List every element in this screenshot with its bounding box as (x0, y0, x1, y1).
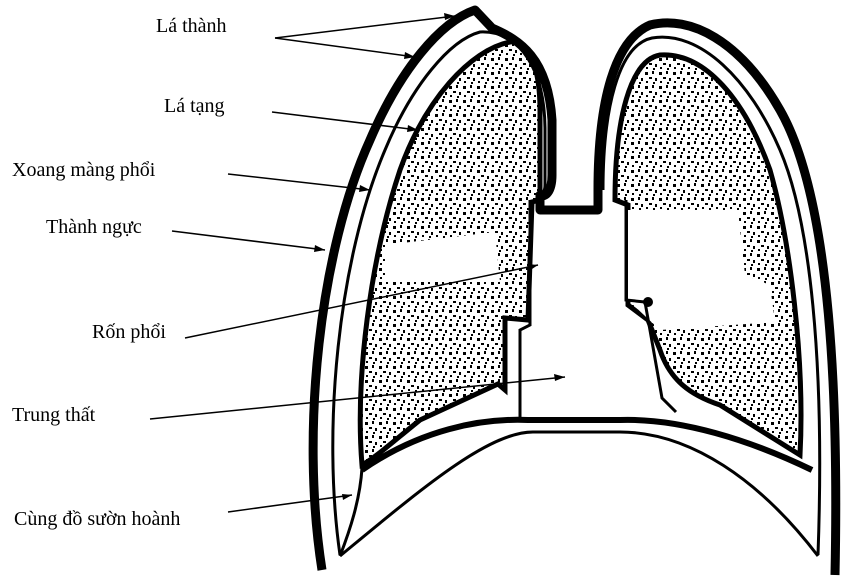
label-la-tang: Lá tạng (164, 96, 225, 116)
arrowhead-thanh-nguc (314, 245, 325, 252)
diaphragm (362, 420, 812, 470)
leader-la-thanh-1 (275, 16, 455, 38)
leader-la-tang (272, 112, 418, 130)
diaphragm-lower (340, 432, 818, 556)
label-xoang-mang-phoi: Xoang màng phổi (12, 160, 155, 180)
arrowhead-trung-that (554, 374, 565, 381)
label-trung-that: Trung thất (12, 405, 95, 425)
label-thanh-nguc: Thành ngực (46, 217, 142, 237)
arrowhead-cung-do (342, 494, 352, 500)
costophrenic-recess-left (340, 468, 362, 556)
leader-thanh-nguc (172, 231, 325, 250)
label-ron-phoi: Rốn phổi (92, 322, 166, 342)
leader-la-thanh-2 (275, 38, 415, 57)
hilum-dot (643, 297, 653, 307)
leader-trung-that (150, 377, 565, 419)
label-la-thanh: Lá thành (156, 16, 227, 36)
label-cung-do-suon-hoanh: Cùng đồ sườn hoành (14, 509, 180, 529)
